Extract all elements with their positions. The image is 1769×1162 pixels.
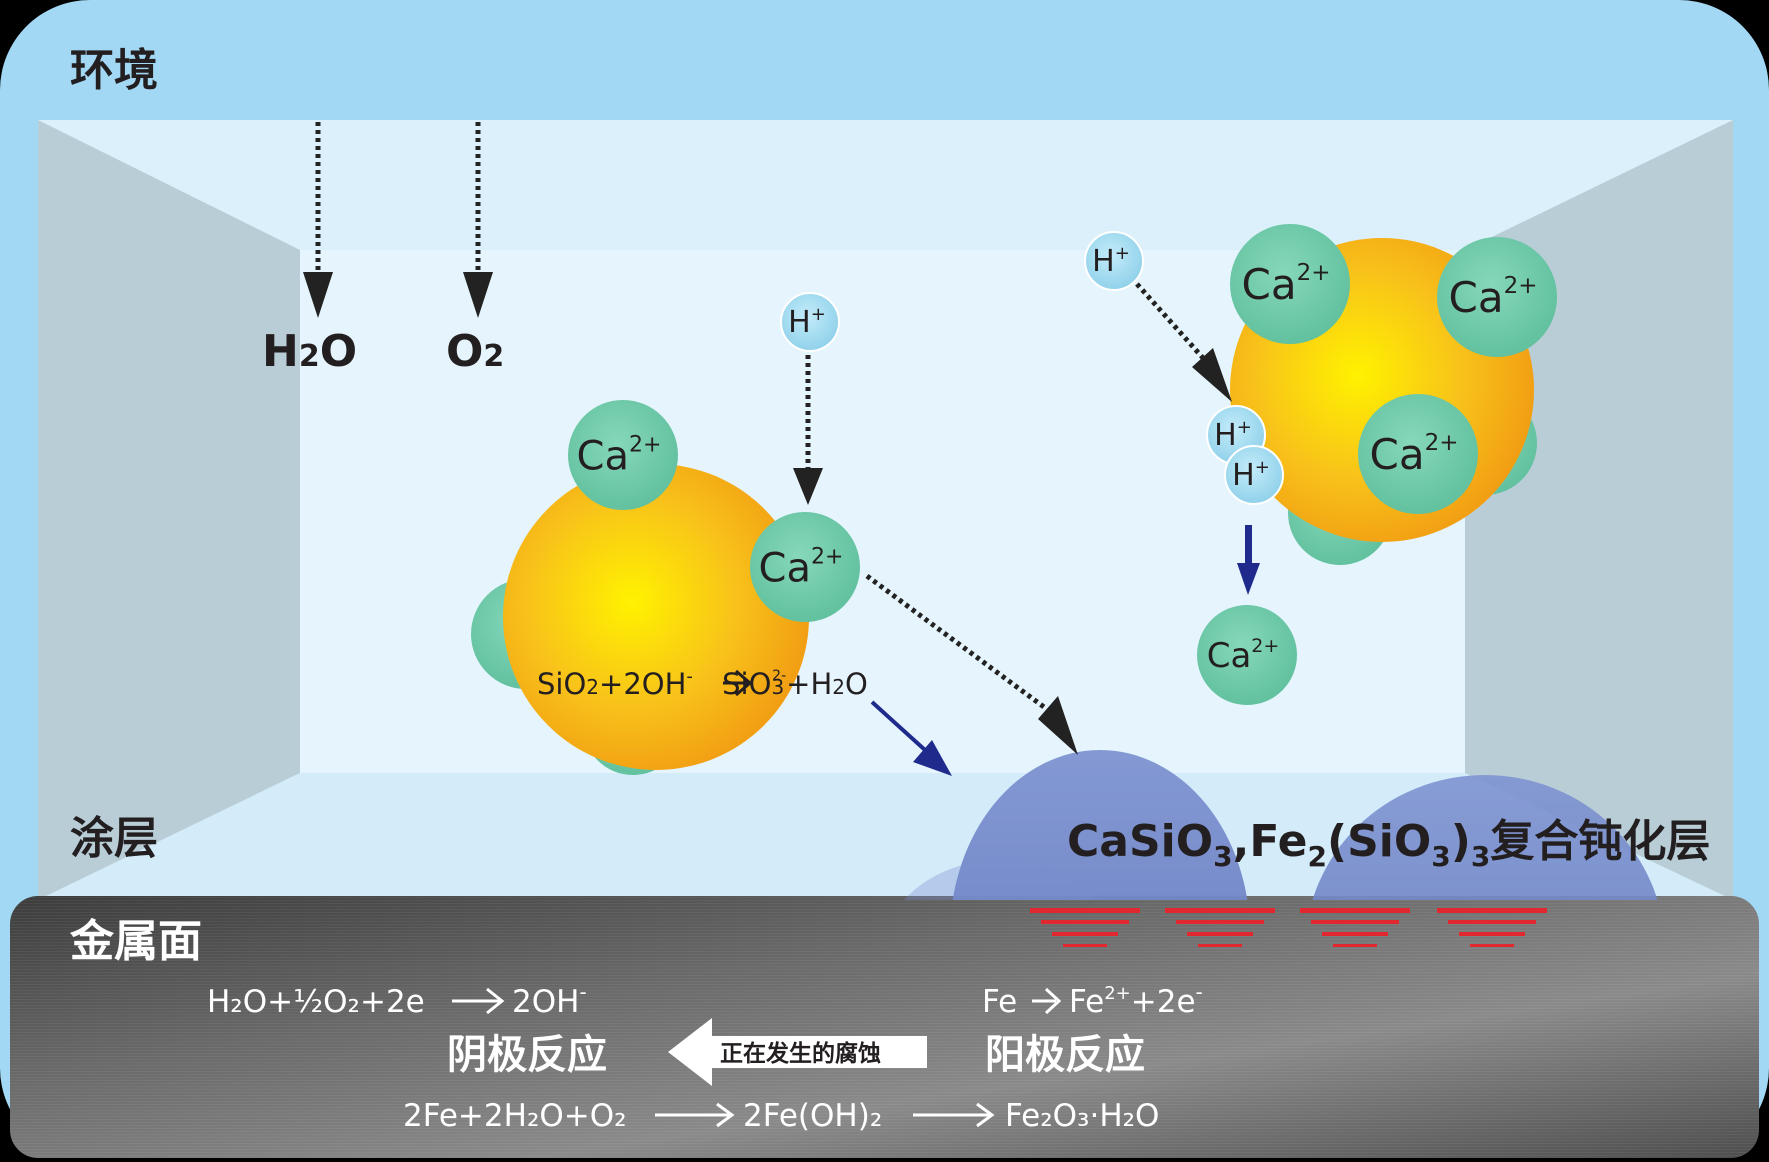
anode-equation-right: Fe2++2e-: [1069, 980, 1203, 1020]
corrosion-mark: [1030, 908, 1140, 947]
silicate-deposit-arrow: [870, 700, 927, 752]
cathode-label: 阴极反应: [447, 1032, 607, 1078]
corrosion-mark: [1165, 908, 1275, 947]
corrosion-mark: [1300, 908, 1410, 947]
coating-label: 涂层: [70, 813, 158, 864]
rust-reaction-step-2: 2Fe(OH)₂: [743, 1098, 882, 1134]
hydrogen-ion-label: H+: [1214, 417, 1252, 453]
reaction-arrows: [870, 525, 1260, 776]
metal-surface-label: 金属面: [69, 916, 202, 967]
passivation-dome-right: [1312, 775, 1658, 900]
corrosion-arrow-label: 正在发生的腐蚀: [720, 1040, 881, 1067]
silicate-reaction-equation: SiO2+2OH- SiO32-+H2O: [537, 666, 868, 701]
cathode-equation-arrow: [452, 987, 505, 1015]
calcium-ion: Ca2+: [1230, 224, 1350, 344]
water-label: H2O: [262, 326, 357, 377]
hydrogen-ion: H+: [780, 292, 840, 352]
calcium-ion-label: Ca2+: [1370, 430, 1459, 479]
hydrogen-ion-label: H+: [1092, 243, 1130, 279]
hydrogen-ion-label: H+: [788, 304, 826, 340]
anode-equation-left: Fe: [982, 984, 1017, 1020]
calcium-ion-label: Ca2+: [1242, 260, 1331, 309]
hydrogen-ion-arrow-right: [1135, 282, 1205, 360]
hydrogen-ion: H+: [1224, 445, 1284, 505]
anode-label: 阳极反应: [985, 1032, 1145, 1078]
calcium-ion: Ca2+: [1358, 394, 1478, 514]
calcium-ion: Ca2+: [1437, 237, 1557, 357]
oxygen-label: O2: [446, 326, 504, 377]
corrosion-marks: [1030, 908, 1547, 947]
hydrogen-ions: H+ H+ H+ H+: [780, 231, 1284, 505]
environment-label: 环境: [70, 45, 158, 96]
rust-reaction-arrow-1: [655, 1102, 735, 1128]
calcium-migration-arrow: [865, 573, 1050, 713]
metal-surface-region: [10, 896, 1759, 1158]
rust-reaction-step-1: 2Fe+2H₂O+O₂: [403, 1098, 627, 1134]
coating-particle-left: [471, 464, 809, 775]
silicate-reaction-arrow: [723, 669, 753, 697]
diffusion-arrows: [303, 122, 1232, 755]
calcium-ion: Ca2+: [568, 400, 678, 510]
calcium-release-arrow: [1245, 525, 1252, 565]
corrosion-direction-arrow: 正在发生的腐蚀: [668, 1018, 927, 1086]
rust-reaction-step-3: Fe₂O₃·H₂O: [1005, 1098, 1159, 1134]
passivation-layer-label: CaSiO3,Fe2(SiO3)3复合钝化层: [1067, 816, 1710, 873]
passivation-dome-left: [952, 750, 1248, 900]
cathode-equation-right: 2OH-: [512, 980, 587, 1020]
anode-equation-arrow: [1032, 987, 1062, 1015]
calcium-ion: Ca2+: [750, 512, 860, 622]
calcium-ion-label: Ca2+: [1449, 273, 1538, 322]
calcium-ion-label: Ca2+: [759, 544, 844, 591]
calcium-ion: Ca2+: [1197, 605, 1297, 705]
hydrogen-ion-label: H+: [1232, 457, 1270, 493]
particle-core: [503, 464, 809, 770]
passivation-layer: [904, 750, 1658, 900]
cathode-equation-left: H₂O+½O₂+2e: [207, 984, 425, 1020]
rust-reaction-arrow-2: [913, 1102, 995, 1128]
calcium-ion-label: Ca2+: [577, 432, 662, 479]
calcium-ions: Ca2+ Ca2+ Ca2+ Ca2+ Ca2+ Ca2+: [568, 224, 1557, 705]
calcium-ion-label: Ca2+: [1207, 635, 1280, 676]
corrosion-mark: [1437, 908, 1547, 947]
hydrogen-ion: H+: [1084, 231, 1144, 291]
